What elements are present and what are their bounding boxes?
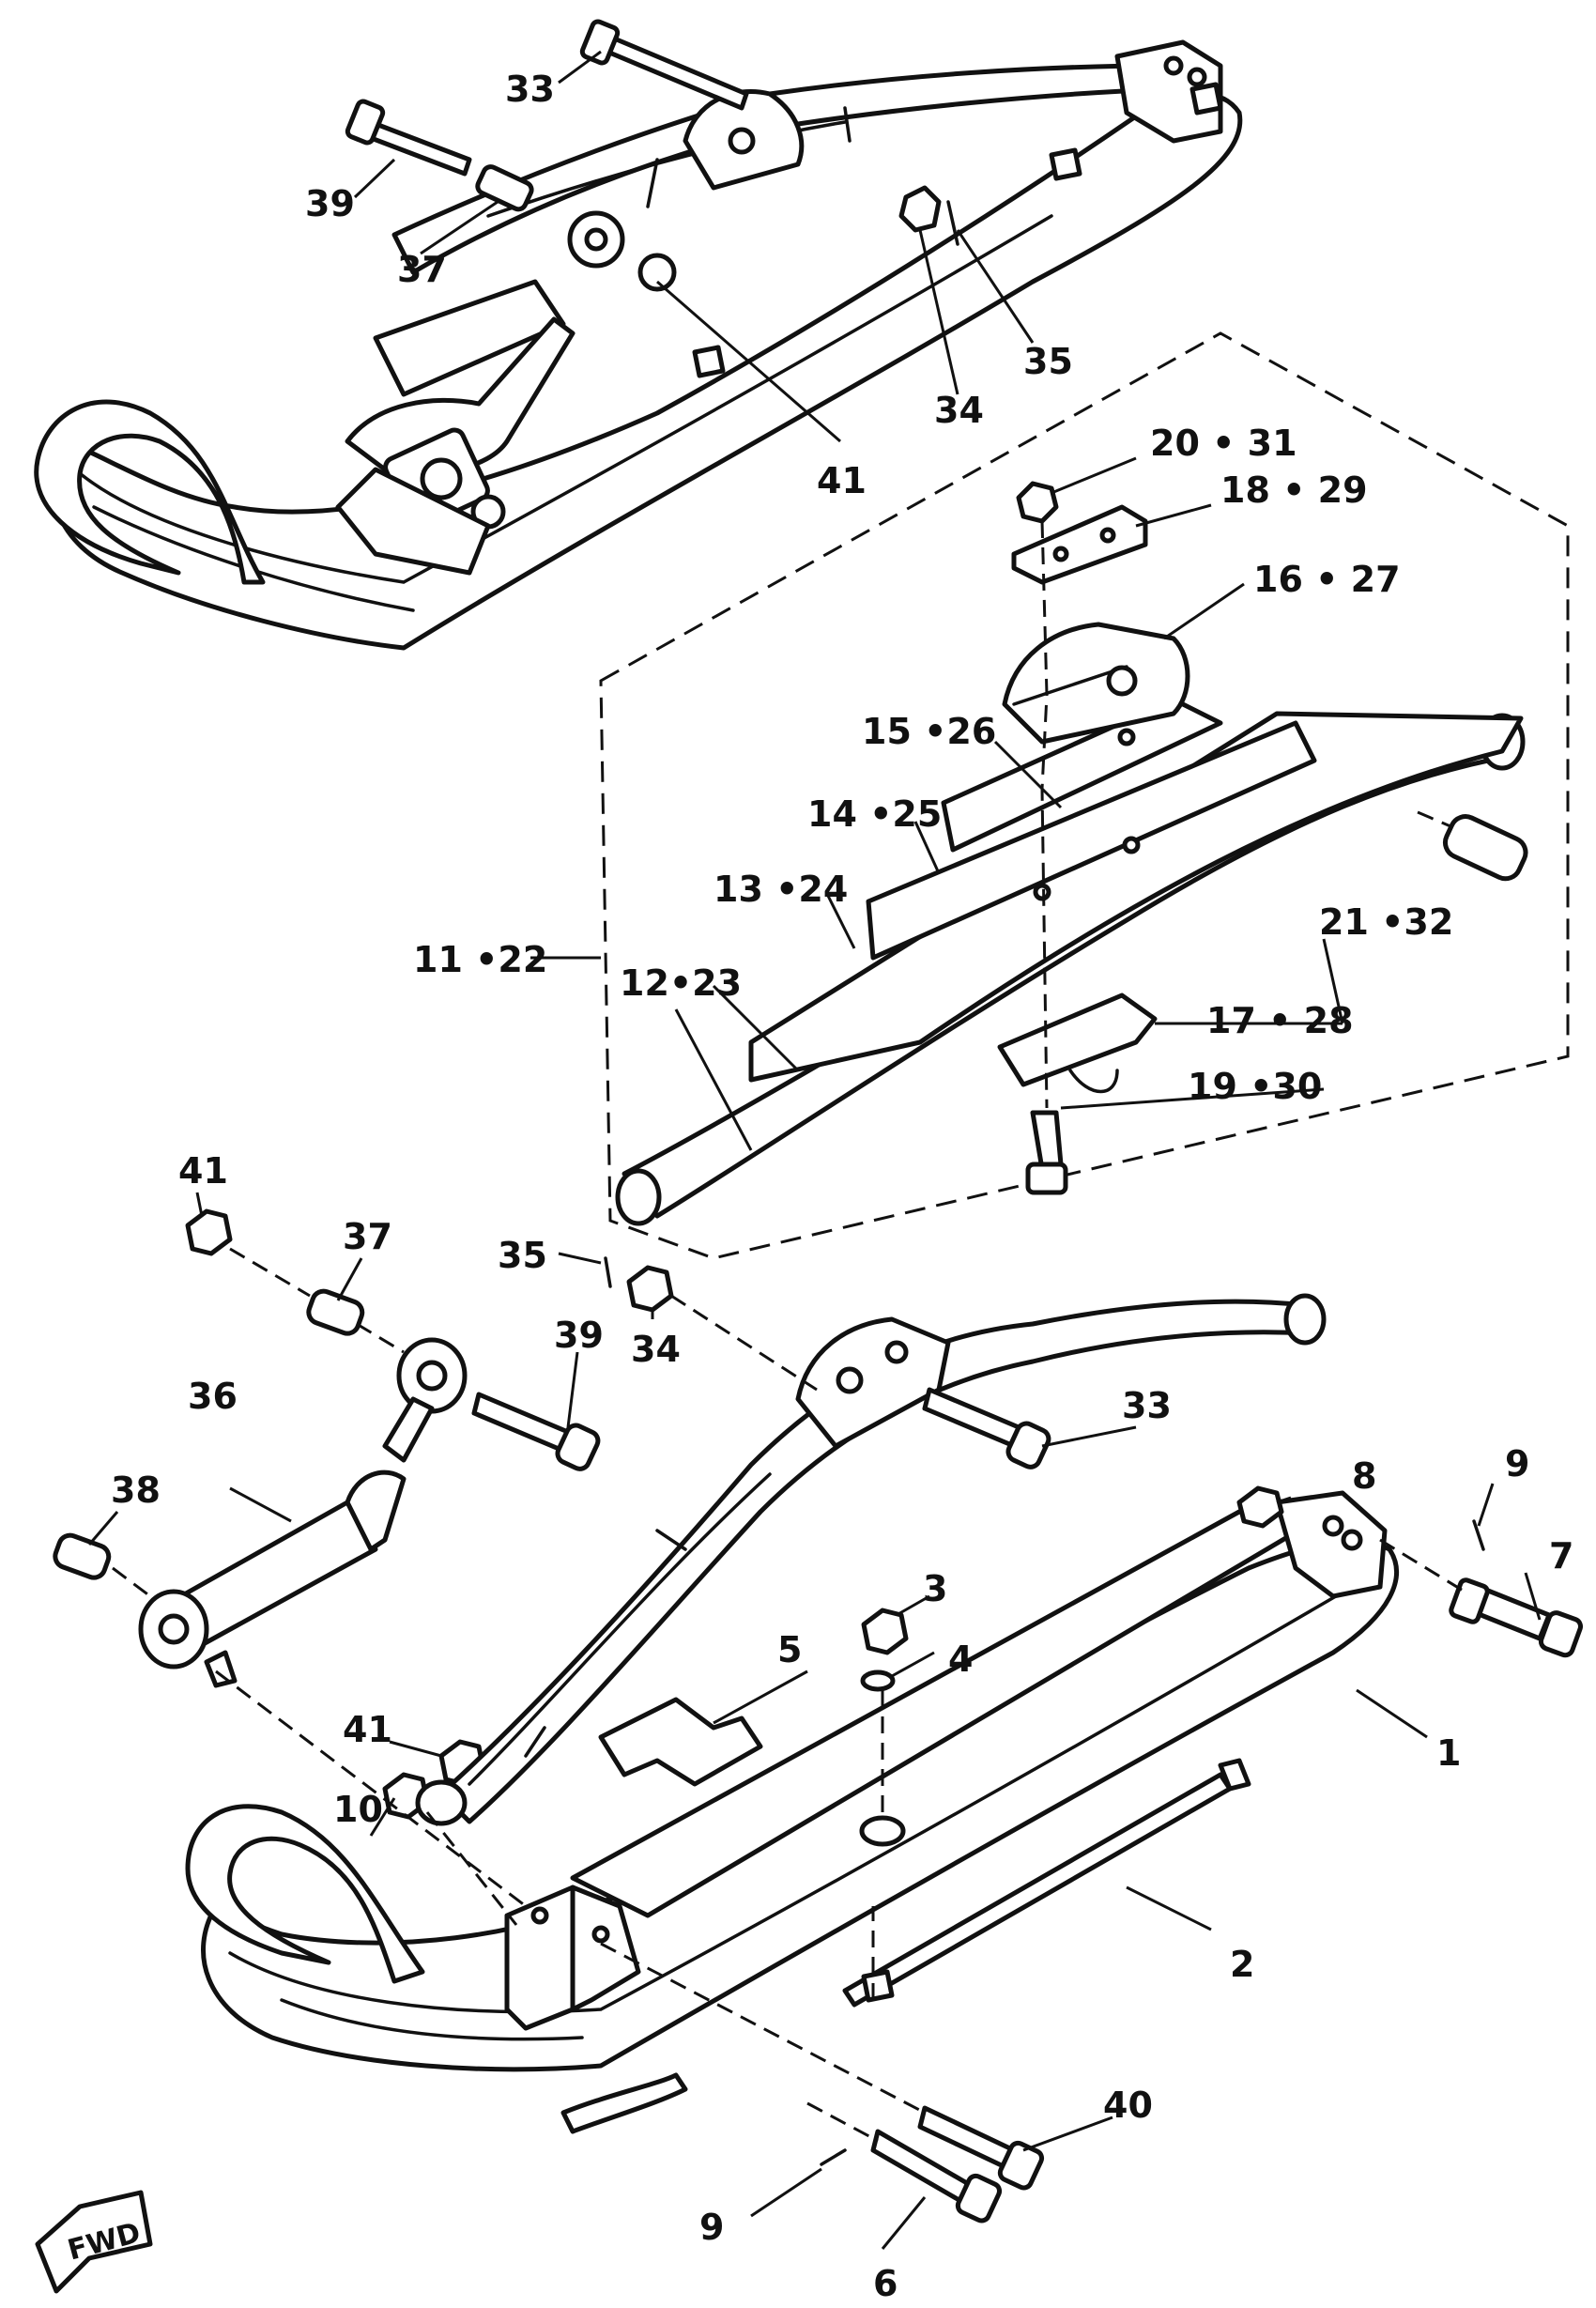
callout-9-right: 9 bbox=[1505, 1443, 1529, 1485]
callout-15-26: 15 •26 bbox=[862, 711, 996, 752]
callout-33-mid: 33 bbox=[1122, 1385, 1172, 1426]
callout-37-mid: 37 bbox=[343, 1216, 392, 1257]
callout-4: 4 bbox=[948, 1639, 973, 1680]
callout-36: 36 bbox=[188, 1376, 238, 1417]
callout-34-top: 34 bbox=[934, 390, 984, 431]
callout-39-mid: 39 bbox=[554, 1315, 604, 1356]
callout-12-23: 12•23 bbox=[620, 962, 742, 1004]
callout-2: 2 bbox=[1230, 1944, 1254, 1985]
callout-13-24: 13 •24 bbox=[714, 869, 848, 910]
leaf-spring-exploded bbox=[599, 331, 1570, 1260]
callout-6: 6 bbox=[873, 2263, 898, 2304]
leader-lines bbox=[87, 50, 1542, 2250]
callout-41-mid: 41 bbox=[178, 1150, 228, 1192]
callout-33-top: 33 bbox=[505, 69, 555, 110]
callout-41-low: 41 bbox=[343, 1709, 392, 1750]
callout-35-top: 35 bbox=[1023, 341, 1073, 382]
callout-10: 10 bbox=[333, 1789, 383, 1830]
callout-7: 7 bbox=[1549, 1535, 1573, 1577]
callout-37-top: 37 bbox=[397, 249, 447, 290]
callout-41-top: 41 bbox=[817, 460, 867, 501]
callout-5: 5 bbox=[777, 1629, 802, 1670]
callout-11-22: 11 •22 bbox=[413, 939, 547, 980]
callout-18-29: 18 • 29 bbox=[1220, 469, 1368, 511]
callout-labels: 33 39 37 41 34 35 20 • 31 18 • 29 16 • 2… bbox=[111, 69, 1573, 2304]
callout-3: 3 bbox=[923, 1568, 947, 1609]
callout-21-32: 21 •32 bbox=[1319, 901, 1453, 943]
callout-9-bottom: 9 bbox=[699, 2207, 724, 2248]
callout-8: 8 bbox=[1352, 1455, 1376, 1497]
callout-34-mid: 34 bbox=[631, 1329, 681, 1370]
callout-38: 38 bbox=[111, 1469, 161, 1511]
callout-1: 1 bbox=[1436, 1732, 1461, 1774]
callout-35-mid: 35 bbox=[498, 1235, 547, 1276]
fwd-arrow-icon: FWD bbox=[35, 2190, 153, 2294]
callout-20-31: 20 • 31 bbox=[1150, 423, 1297, 464]
callout-17-28: 17 • 28 bbox=[1206, 1000, 1354, 1041]
callout-14-25: 14 •25 bbox=[807, 793, 942, 835]
bottom-ski-exploded bbox=[53, 1208, 1584, 2223]
callout-40: 40 bbox=[1103, 2085, 1153, 2126]
callout-19-30: 19 •30 bbox=[1188, 1066, 1322, 1107]
callout-16-27: 16 • 27 bbox=[1253, 559, 1401, 600]
top-ski-assembly bbox=[34, 19, 1243, 651]
callout-39-top: 39 bbox=[305, 183, 355, 224]
